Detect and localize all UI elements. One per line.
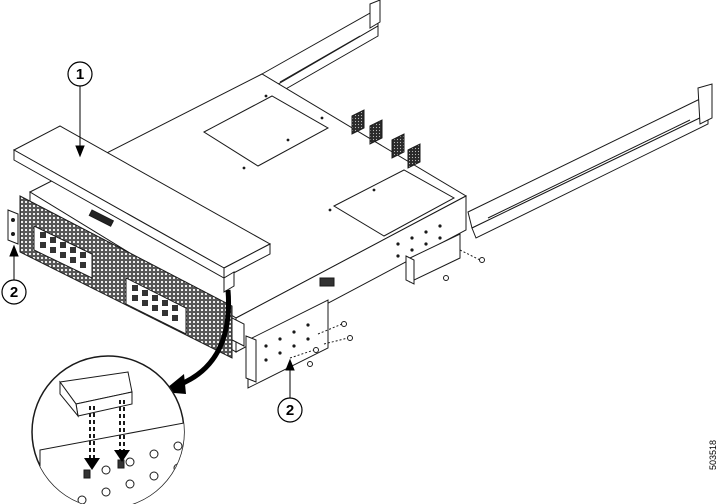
callout-2-lower-label: 2 xyxy=(286,402,294,419)
front-faceplate xyxy=(19,195,245,359)
callout-1-label: 1 xyxy=(76,66,84,83)
callout-leaders xyxy=(9,86,295,398)
top-bracket xyxy=(12,125,272,293)
zoom-detail xyxy=(31,355,185,504)
rear-side-bracket xyxy=(405,233,485,285)
callout-2-left: 2 xyxy=(1,279,27,305)
figure-id: 503518 xyxy=(708,440,718,470)
side-rack-bracket xyxy=(245,299,353,389)
rack-ear-left xyxy=(7,209,19,245)
rear-rail-right xyxy=(467,83,713,239)
rear-rail-upper xyxy=(261,0,381,99)
callout-2-lower: 2 xyxy=(277,397,303,423)
callout-2-left-label: 2 xyxy=(10,284,18,301)
callout-1: 1 xyxy=(67,61,93,87)
